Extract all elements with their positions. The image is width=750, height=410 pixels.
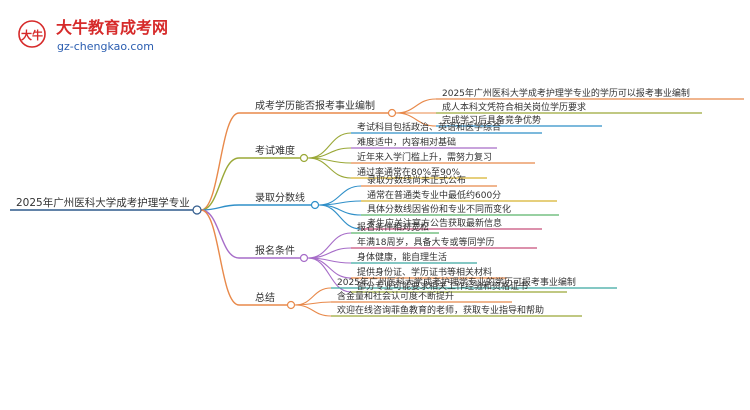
mindmap-nodes: 2025年广州医科大学成考护理学专业 成考学历能否报考事业编制 2025年广州医科大… xyxy=(16,87,690,316)
leaf-edge xyxy=(307,147,352,159)
leaf-label: 录取分数线尚未正式公布 xyxy=(367,174,466,186)
branch-node-dot xyxy=(299,153,309,163)
leaf-label: 近年来入学门槛上升，需努力复习 xyxy=(357,151,492,163)
leaf-edge xyxy=(318,204,362,230)
branch-edge xyxy=(200,157,240,211)
leaf-label: 考试科目包括政治、英语和医学综合 xyxy=(357,121,501,133)
leaf-edge xyxy=(307,257,352,293)
leaf-label: 提供身份证、学历证书等相关材料 xyxy=(357,266,492,278)
leaf-edge xyxy=(307,247,352,259)
leaf-label: 考生应关注官方公告获取最新信息 xyxy=(367,217,502,229)
branch-node-dot xyxy=(310,200,320,210)
logo-glyph: 大牛 xyxy=(21,28,43,42)
leaf-label: 完成学习后具备竞争优势 xyxy=(442,114,541,126)
leaf-edge xyxy=(395,112,437,127)
mindmap-edges xyxy=(10,98,744,317)
branch-node-dot xyxy=(387,108,397,118)
leaf-label: 通常在普通类专业中最低约600分 xyxy=(367,189,501,201)
branch-node-dot xyxy=(286,300,296,310)
branch-label: 成考学历能否报考事业编制 xyxy=(255,99,375,112)
root-node-label: 2025年广州医科大学成考护理学专业 xyxy=(16,196,190,209)
branch-label: 考试难度 xyxy=(255,144,295,157)
leaf-label: 部分专业可能要求相关工作经验和资格证书 xyxy=(357,280,528,292)
leaf-label: 成人本科文凭符合相关岗位学历要求 xyxy=(442,101,586,113)
leaf-edge xyxy=(294,304,332,317)
leaf-label: 欢迎在线咨询菲鱼教育的老师，获取专业指导和帮助 xyxy=(337,304,544,316)
leaf-edge xyxy=(318,185,362,206)
logo: 大牛 大牛教育成考网 gz-chengkao.com xyxy=(18,18,168,53)
leaf-edge xyxy=(307,232,352,259)
branch-label: 报名条件 xyxy=(255,244,295,257)
leaf-label: 含金量和社会认可度不断提升 xyxy=(337,290,454,302)
branch-edge xyxy=(200,209,240,259)
leaf-edge xyxy=(307,157,352,179)
branch-label: 总结 xyxy=(255,291,275,304)
logo-mark-icon: 大牛 xyxy=(18,20,46,48)
leaf-edge xyxy=(318,204,362,216)
branch-edge xyxy=(200,209,240,306)
leaf-label: 通过率通常在80%至90% xyxy=(357,166,460,178)
logo-url: gz-chengkao.com xyxy=(57,40,154,53)
branch-label: 录取分数线 xyxy=(255,191,305,204)
leaf-label: 2025年广州医科大学成考护理学专业的学历可报考事业编制 xyxy=(337,276,576,288)
leaf-edge xyxy=(318,200,362,206)
logo-title: 大牛教育成考网 xyxy=(56,18,168,37)
branch-edge xyxy=(200,112,240,211)
leaf-label: 具体分数线因省份和专业不同而变化 xyxy=(367,203,511,215)
leaf-edge xyxy=(307,132,352,159)
leaf-label: 身体健康，能自理生活 xyxy=(357,251,447,263)
leaf-label: 难度适中，内容相对基础 xyxy=(357,136,456,148)
leaf-label: 报名条件相对宽松 xyxy=(357,221,429,233)
leaf-edge xyxy=(395,98,437,114)
branch-edge xyxy=(200,204,240,211)
leaf-label: 2025年广州医科大学成考护理学专业的学历可以报考事业编制 xyxy=(442,87,690,99)
branch-node-dot xyxy=(299,253,309,263)
leaf-label: 年满18周岁，具备大专或等同学历 xyxy=(357,236,494,248)
leaf-edge xyxy=(294,301,332,306)
root-node-dot xyxy=(192,205,202,215)
